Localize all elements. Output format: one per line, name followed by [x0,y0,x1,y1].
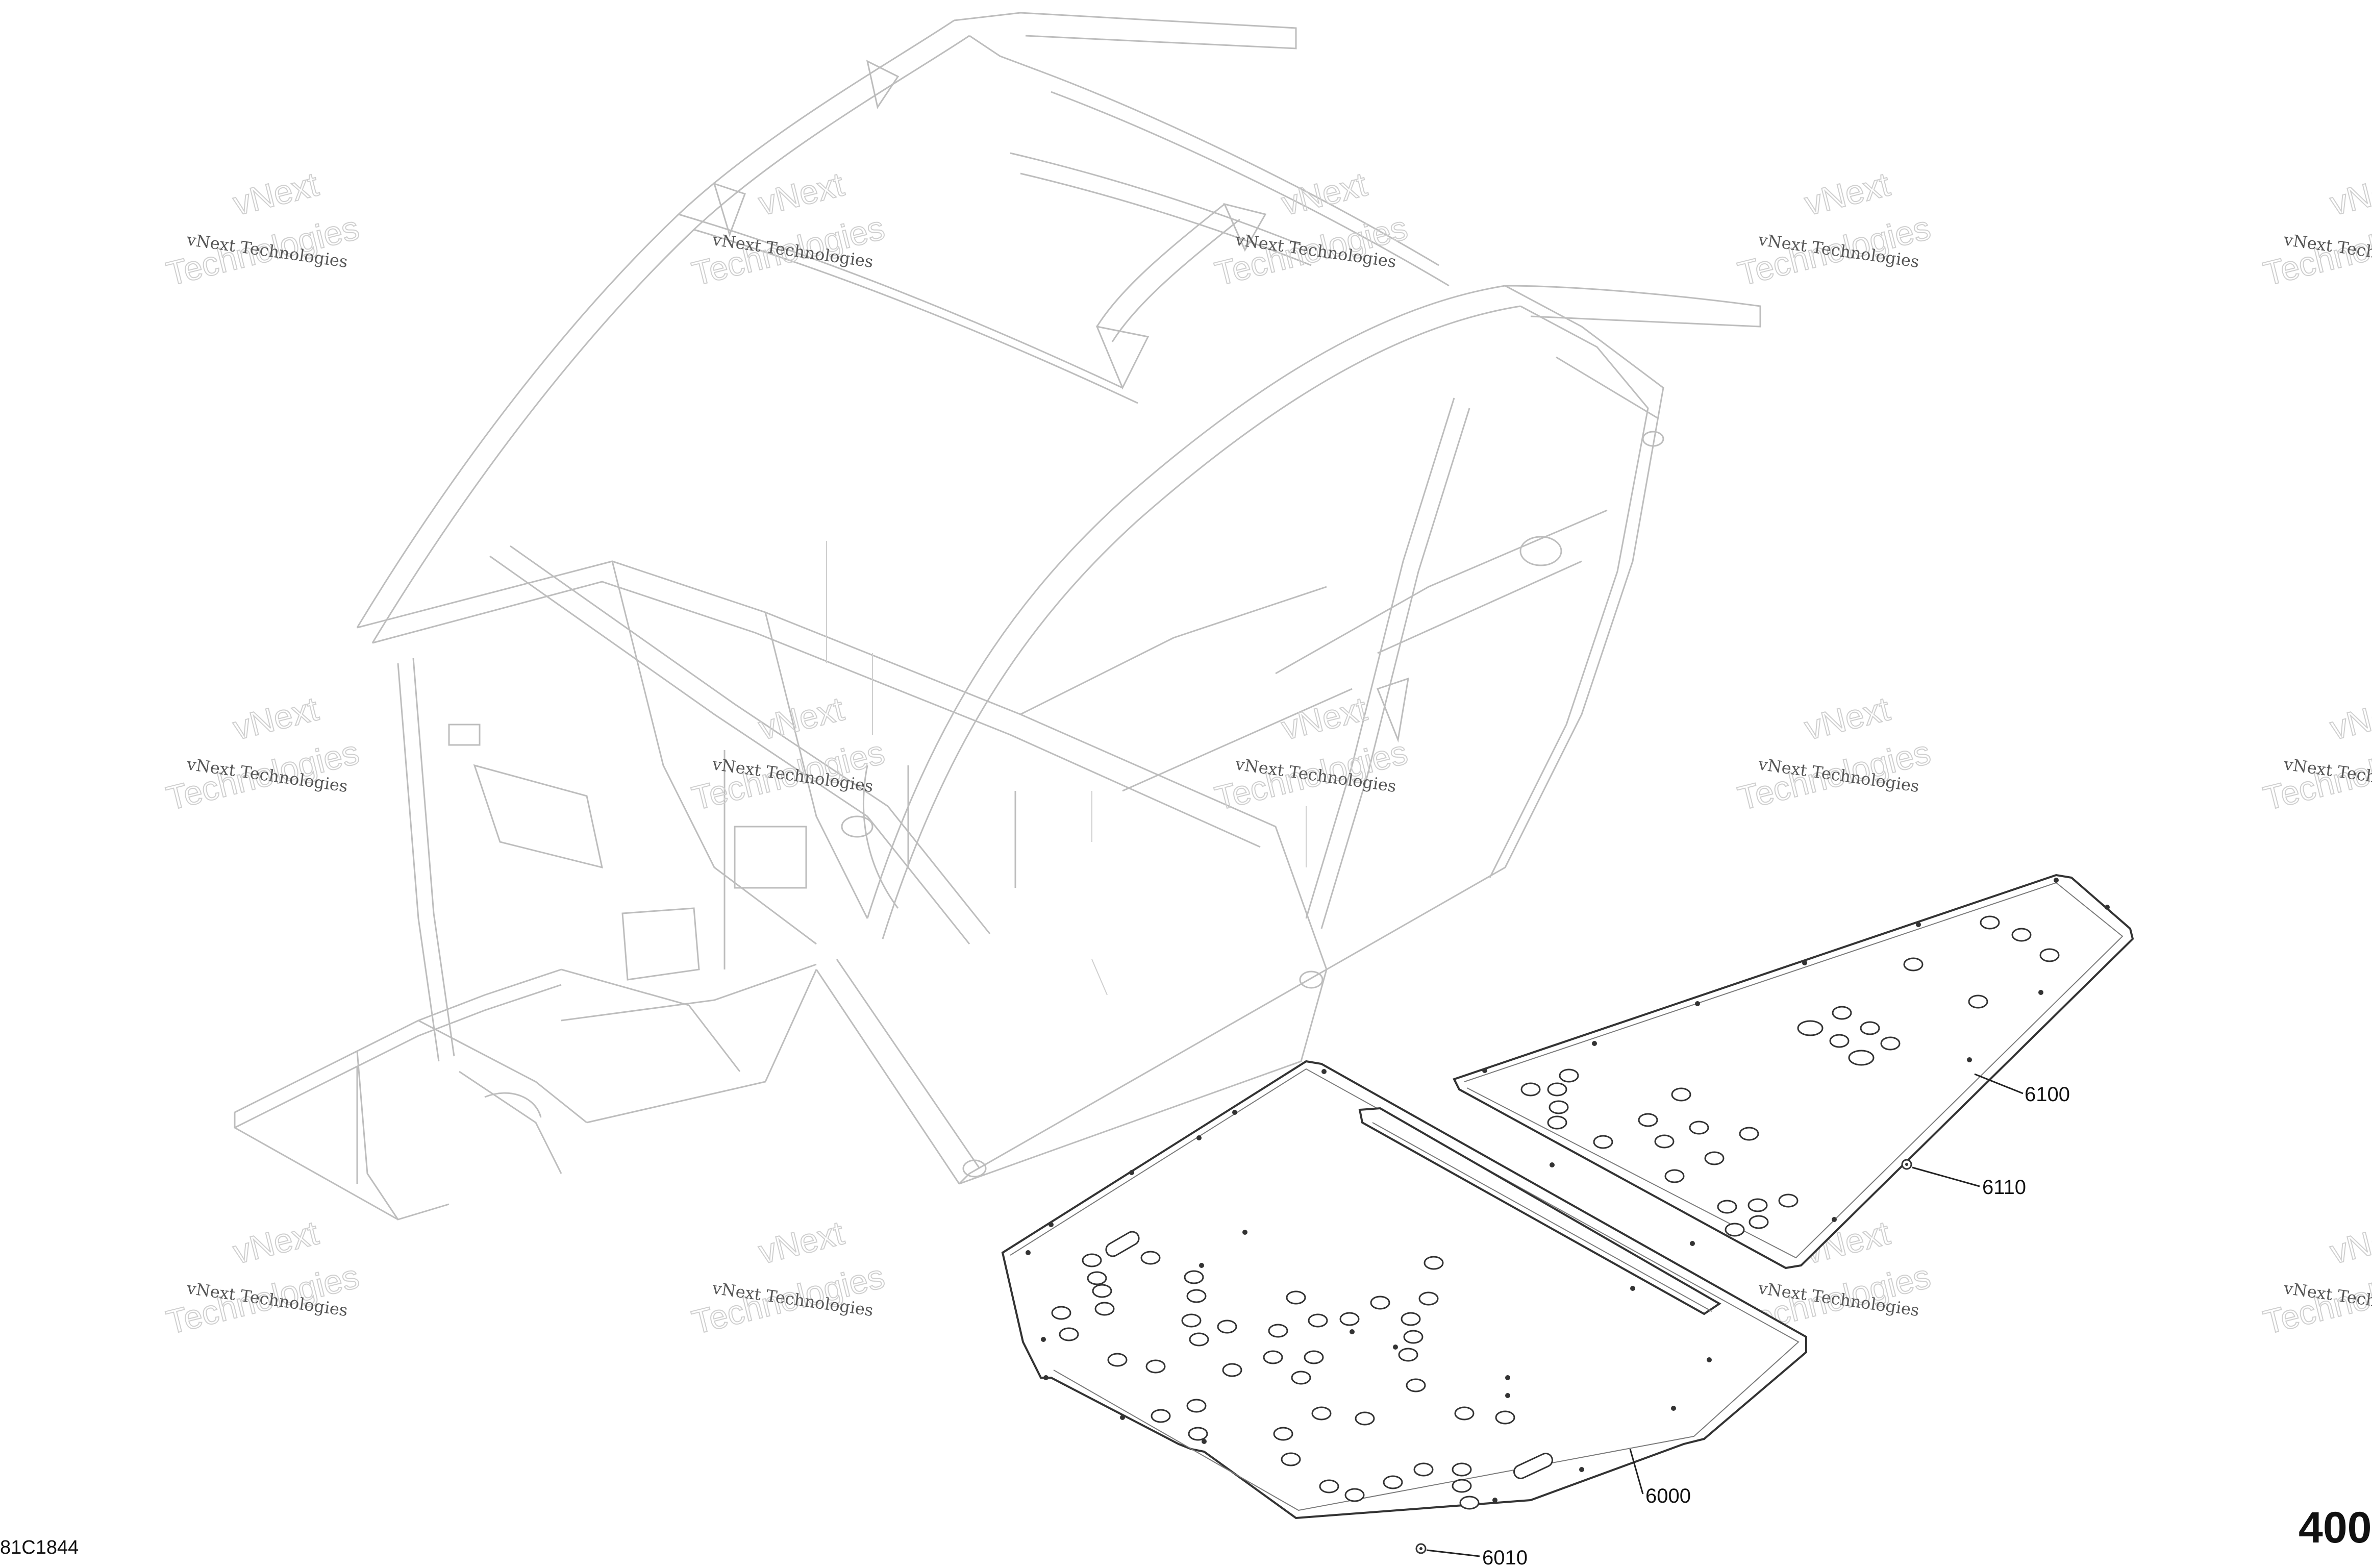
watermark: vNext Technologies vNext Technologies [688,689,889,817]
watermark-large-line1: vNext [2326,689,2372,747]
leader-6000 [1629,1449,1644,1495]
watermark: vNext Technologies vNext Technologies [2259,164,2372,293]
leader-6100 [1974,1073,2024,1094]
callout-6000: 6000 [1645,1485,1691,1507]
watermark-large-line1: vNext [1801,689,1893,747]
skid-plate-6100 [1453,874,2134,1270]
callout-6110: 6110 [1982,1176,2026,1199]
watermark: vNext Technologies vNext Technologies [688,1213,889,1341]
watermark: vNext Technologies vNext Technologies [162,164,363,293]
watermark-large-line1: vNext [755,689,847,747]
watermark-large-line1: vNext [1278,165,1370,222]
watermark: vNext Technologies vNext Technologies [688,164,889,293]
callout-6010: 6010 [1482,1547,1528,1568]
watermark: vNext Technologies vNext Technologies [1734,689,1935,817]
callout-labels: 6100 6110 6000 6010 [1482,1083,2070,1568]
vehicle-frame-drawing [234,12,1761,1221]
fastener-6010 [1415,1543,1427,1554]
callout-6100: 6100 [2025,1083,2070,1106]
skid-plate-6000 [1001,1060,1807,1520]
plate-6000-holes [1051,1231,1553,1510]
callout-leaders [1426,1073,2024,1557]
leader-6110 [1912,1166,1980,1187]
watermark-large-line1: vNext [755,165,847,222]
watermark-large-line1: vNext [755,1213,847,1271]
watermark: vNext Technologies vNext Technologies [1734,164,1935,293]
watermark-large-line1: vNext [2326,165,2372,222]
watermark: vNext Technologies vNext Technologies [1211,164,1412,293]
watermark-large-line1: vNext [229,1213,322,1271]
watermark: vNext Technologies vNext Technologies [1211,689,1412,817]
watermark-large-line1: vNext [2326,1213,2372,1271]
watermark: vNext Technologies vNext Technologies [162,689,363,817]
fastener-6110 [1901,1159,1912,1170]
leader-6010 [1426,1549,1480,1557]
watermark: vNext Technologies vNext Technologies [162,1213,363,1341]
watermark-large-line1: vNext [229,165,322,222]
plate-6100-fasteners [1482,878,2110,1246]
watermark-large-line1: vNext [1278,689,1370,747]
page-number: 400 [2299,1503,2372,1552]
plate-6100-holes [1520,915,2060,1237]
watermark: vNext Technologies vNext Technologies [2259,689,2372,817]
drawing-reference-code: 81C1844 [0,1537,79,1558]
watermark-large-line1: vNext [1801,165,1893,222]
plate-6000-fasteners [1026,1069,1712,1503]
watermark: vNext Technologies vNext Technologies [2259,1213,2372,1341]
watermark-large-line1: vNext [229,689,322,747]
